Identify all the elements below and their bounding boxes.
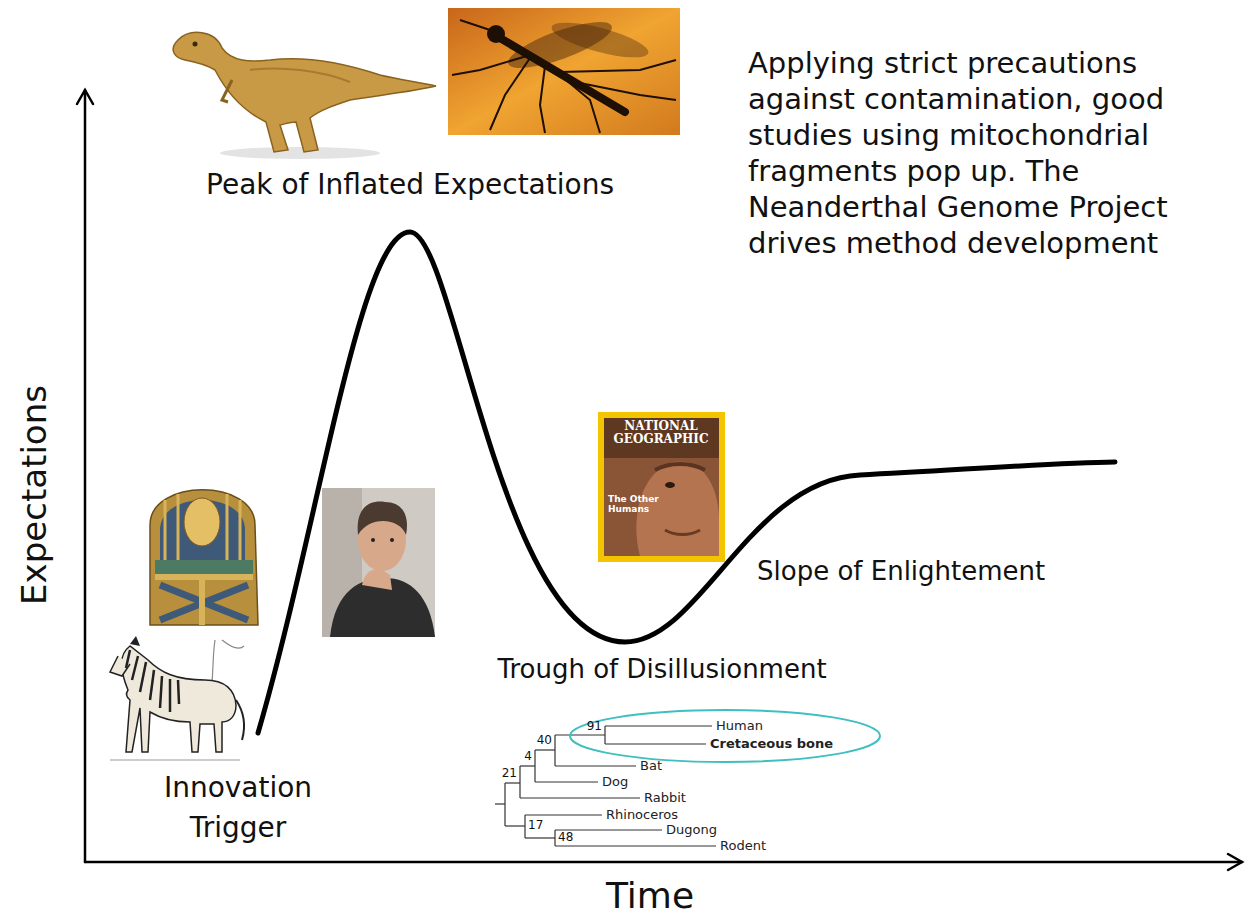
phase-label: Trough of Disillusionment: [497, 655, 826, 685]
cover-title: NATIONAL GEOGRAPHIC: [606, 420, 716, 445]
bootstrap-value: 17: [528, 819, 543, 833]
taxon-label: Rhinoceros: [606, 808, 678, 823]
taxon-label: Human: [716, 719, 763, 734]
portrait-photo: [322, 488, 435, 637]
bootstrap-value: 4: [524, 750, 532, 764]
axis-title: Expectations: [15, 385, 54, 605]
magazine-cover-picture: [598, 412, 725, 562]
axis-title: Time: [606, 876, 694, 917]
taxon-label: Rabbit: [644, 791, 686, 806]
bootstrap-value: 91: [587, 720, 602, 734]
bootstrap-value: 21: [502, 767, 517, 781]
dinosaur-picture: [173, 32, 436, 159]
hype-curve: [258, 232, 1115, 733]
quagga-picture: [110, 636, 244, 760]
phase-label: Slope of Enlightement: [757, 557, 1045, 587]
amber-mosquito-picture: [448, 8, 680, 135]
bootstrap-value: 40: [537, 734, 552, 748]
bootstrap-value: 48: [558, 831, 573, 845]
phylogenetic-tree: [495, 726, 716, 846]
taxon-label: Rodent: [720, 839, 766, 854]
taxon-label: Cretaceous bone: [710, 737, 833, 752]
phase-label: Innovation Trigger: [148, 768, 328, 848]
highlight-ellipse: [570, 710, 880, 762]
taxon-label: Dog: [602, 775, 628, 790]
mummy-case-picture: [150, 490, 258, 625]
cover-text: The Other Humans: [608, 494, 668, 514]
phase-label: Peak of Inflated Expectations: [206, 169, 614, 201]
note-text: Applying strict precautions against cont…: [748, 45, 1238, 261]
taxon-label: Dugong: [666, 823, 717, 838]
taxon-label: Bat: [640, 759, 662, 774]
